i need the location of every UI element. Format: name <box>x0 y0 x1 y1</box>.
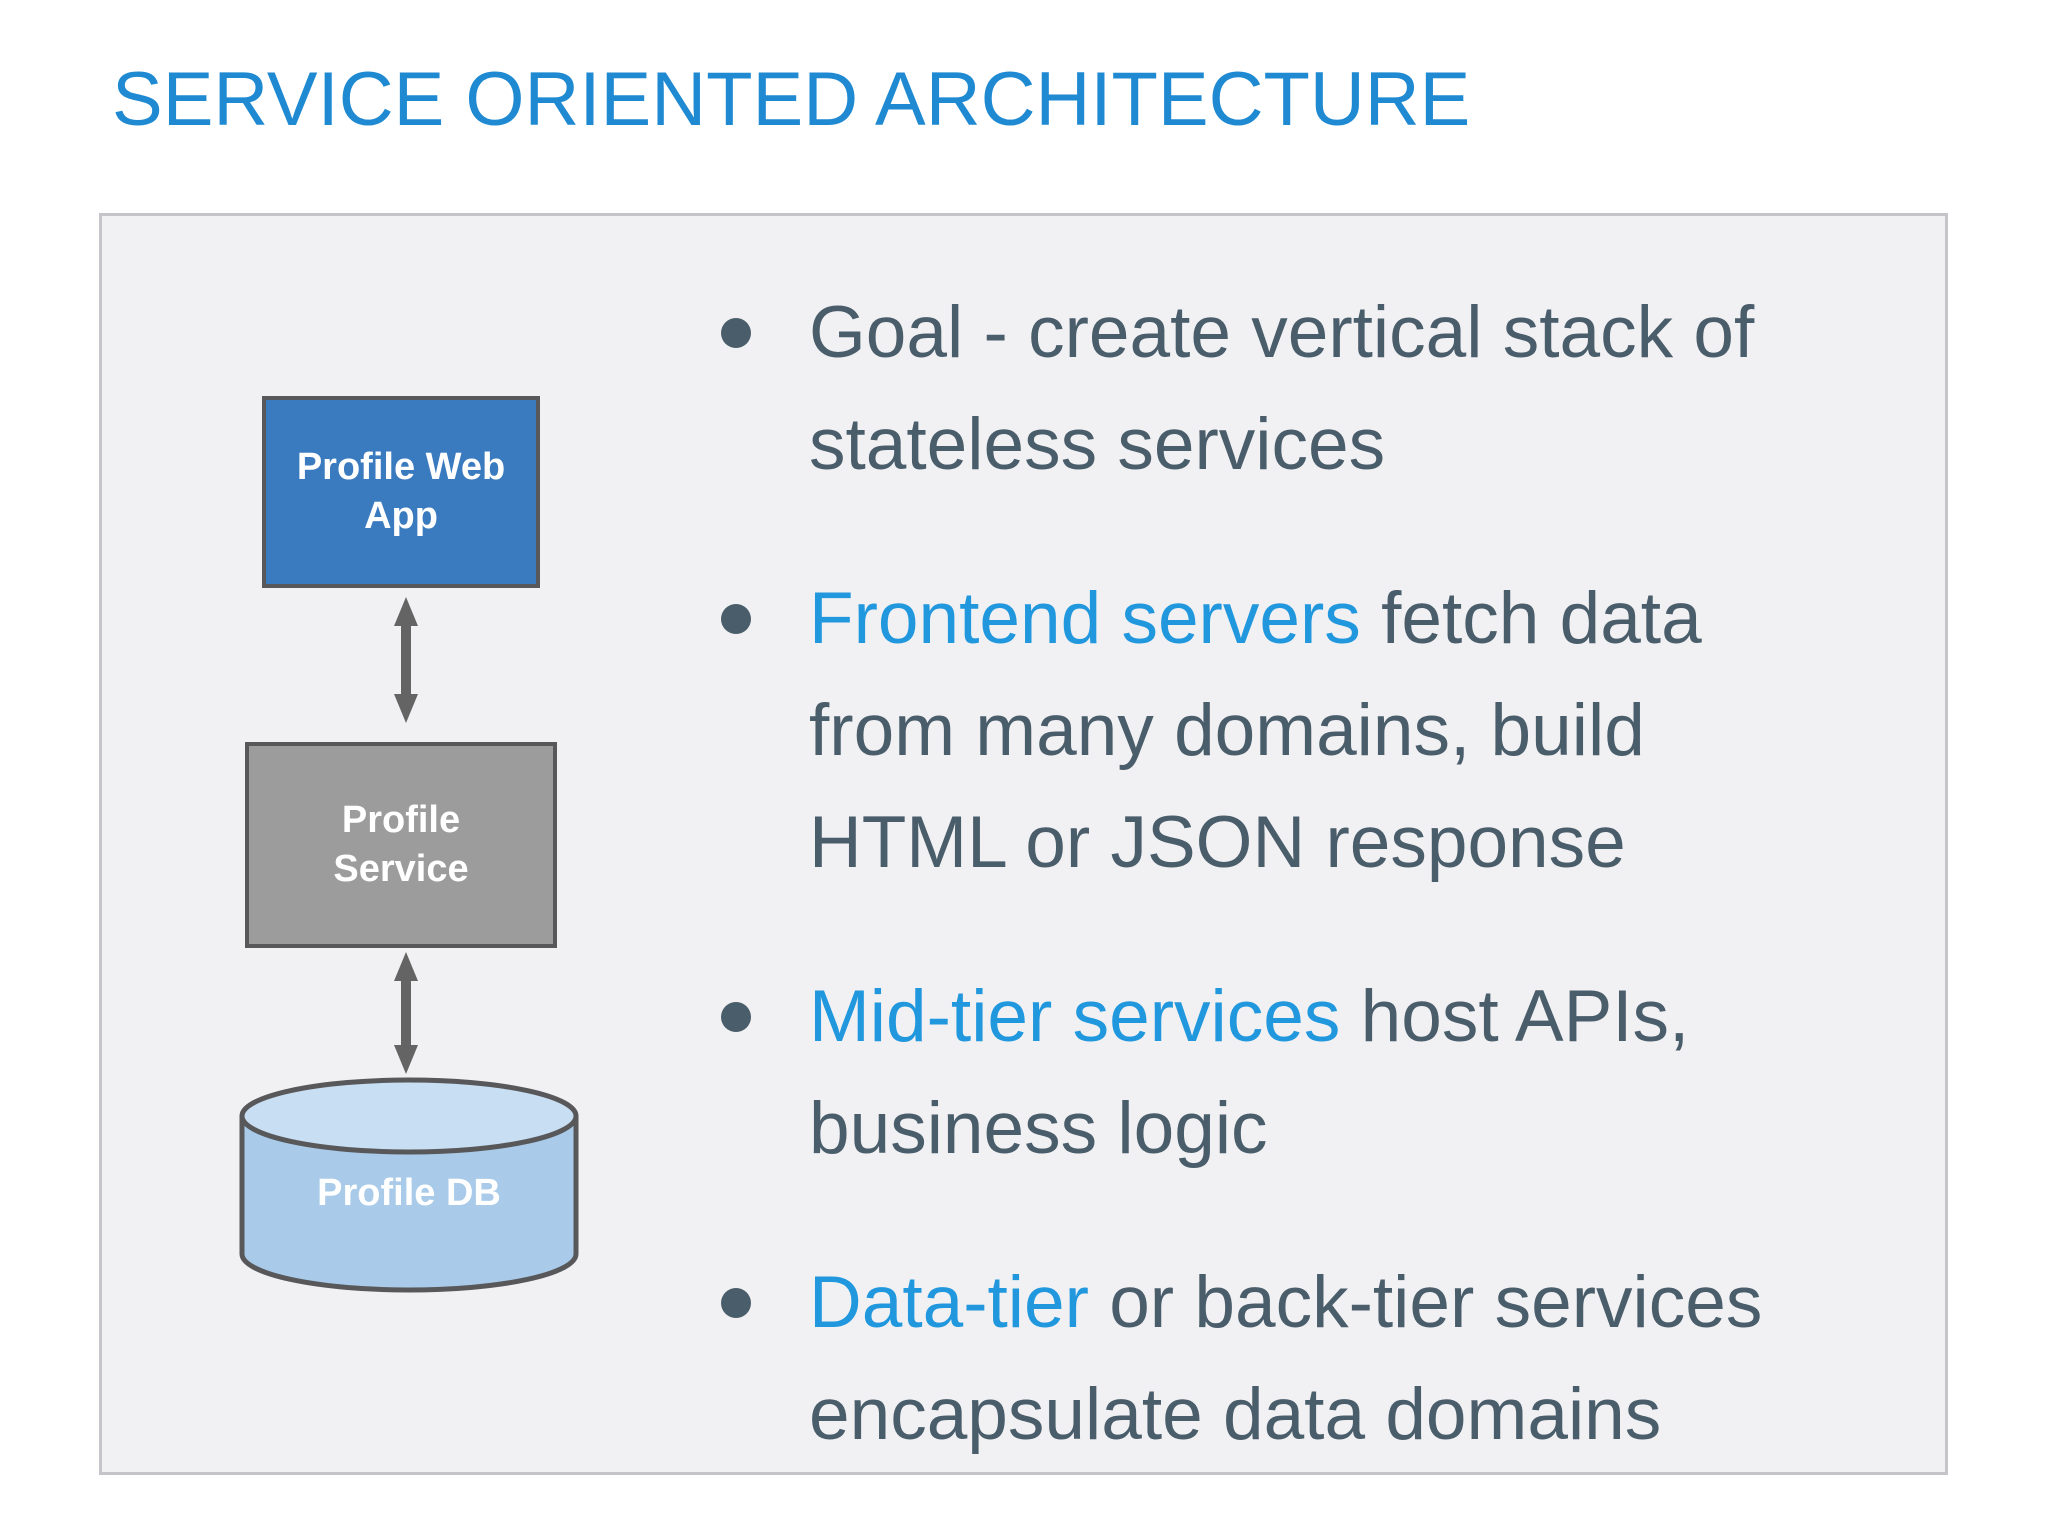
highlighted-term: Mid-tier services <box>809 976 1341 1057</box>
bullet-line: Frontend servers fetch data <box>809 563 1702 675</box>
bullet-dot-icon <box>721 1288 751 1318</box>
bullet-text: Frontend servers fetch data from many dom… <box>809 563 1702 899</box>
diagram-node-profile-service: Profile Service <box>245 742 557 948</box>
bullet-segment: HTML or JSON response <box>809 802 1626 883</box>
double-arrow-icon <box>394 952 418 1074</box>
node-label: Profile DB <box>317 1172 501 1214</box>
bullet-list: Goal - create vertical stack of stateless… <box>721 277 1896 1533</box>
bullet-line: HTML or JSON response <box>809 787 1702 899</box>
bullet-dot-icon <box>721 604 751 634</box>
bullet-line: Goal - create vertical stack of <box>809 277 1754 389</box>
bullet-dot-icon <box>721 1002 751 1032</box>
bullet-segment: fetch data <box>1360 578 1702 659</box>
diagram-node-profile-db: Profile DB <box>238 1076 580 1294</box>
bullet-text: Goal - create vertical stack of stateless… <box>809 277 1754 501</box>
bullet-text: Data-tier or back-tier services encapsula… <box>809 1247 1762 1471</box>
diagram-node-profile-web-app: Profile Web App <box>262 396 540 588</box>
database-cylinder-icon <box>239 1077 579 1293</box>
bullet-item: Goal - create vertical stack of stateless… <box>721 277 1896 501</box>
bullet-line: stateless services <box>809 389 1754 501</box>
bullet-segment: Goal - create vertical stack of <box>809 292 1755 373</box>
bullet-text: Mid-tier services host APIs, business log… <box>809 961 1689 1185</box>
bullet-dot-icon <box>721 318 751 348</box>
bullet-segment: encapsulate data domains <box>809 1374 1662 1455</box>
bullet-segment: business logic <box>809 1088 1268 1169</box>
bullet-line: Data-tier or back-tier services <box>809 1247 1762 1359</box>
node-label: Profile Service <box>333 798 469 890</box>
bullet-line: encapsulate data domains <box>809 1359 1762 1471</box>
bullet-line: from many domains, build <box>809 675 1702 787</box>
page-title: SERVICE ORIENTED ARCHITECTURE <box>112 57 1471 142</box>
highlighted-term: Frontend servers <box>809 578 1361 659</box>
double-arrow-icon <box>394 597 418 723</box>
bullet-segment: host APIs, <box>1340 976 1690 1057</box>
bullet-segment: stateless services <box>809 404 1386 485</box>
bullet-item: Frontend servers fetch data from many dom… <box>721 563 1896 899</box>
bullet-segment: or back-tier services <box>1088 1262 1763 1343</box>
node-label: Profile Web App <box>296 445 506 537</box>
bullet-item: Data-tier or back-tier services encapsula… <box>721 1247 1896 1471</box>
bullet-item: Mid-tier services host APIs, business log… <box>721 961 1896 1185</box>
bullet-line: business logic <box>809 1073 1689 1185</box>
bullet-segment: from many domains, build <box>809 690 1645 771</box>
bullet-line: Mid-tier services host APIs, <box>809 961 1689 1073</box>
highlighted-term: Data-tier <box>809 1262 1089 1343</box>
